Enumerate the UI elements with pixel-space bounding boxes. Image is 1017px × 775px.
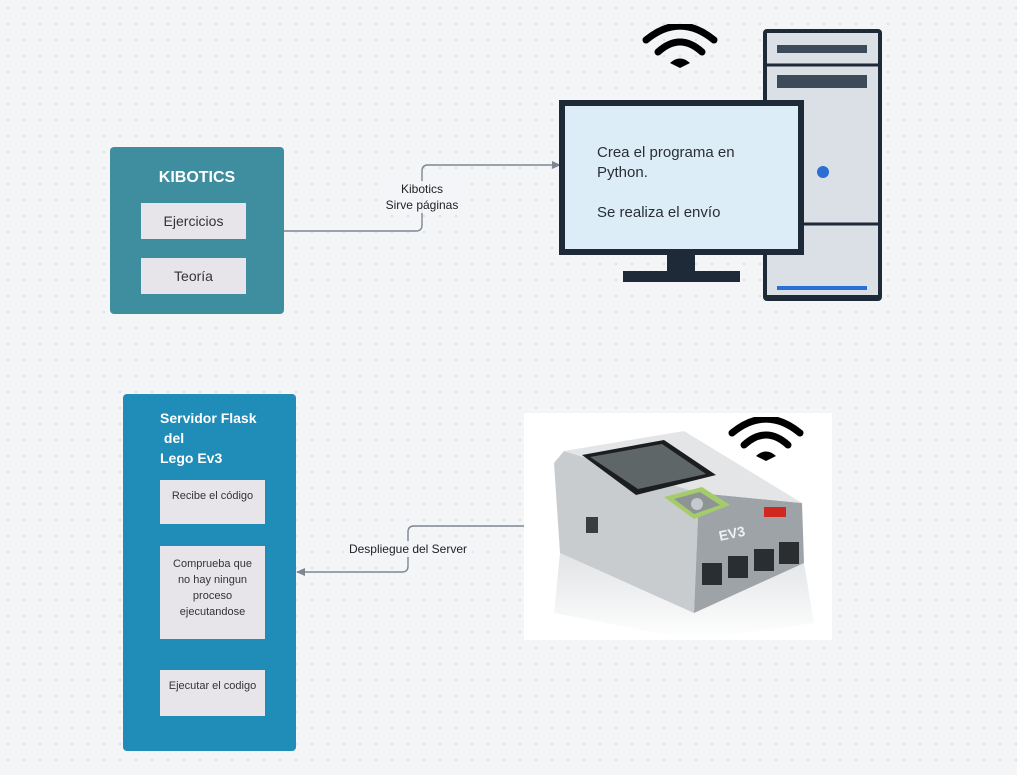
kibotics-title: KIBOTICS [158,169,236,186]
flask-step-check-line-1: Comprueba que [173,558,252,570]
flask-step-receive-code-text: Recibe el código [171,490,254,502]
wifi-icon [642,24,718,68]
kibotics-item-teoria[interactable]: Teoría [141,258,246,294]
screen-line-1: Crea el programa en [597,144,735,161]
deploy-edge-label: Despliegue del Server [344,541,472,557]
flask-step-check-line-4: ejecutandose [179,606,246,618]
ev3-brand-text: EV3 [717,523,746,544]
kibotics-edge-label-line2: Sirve páginas [385,198,459,212]
flask-step-receive-code[interactable]: Recibe el código [160,480,265,524]
flask-title-line-1: Servidor Flask [160,410,257,426]
kibotics-edge-label-line1: Kibotics [400,182,444,196]
wifi-icon [728,417,804,461]
kibotics-edge-label: Kibotics Sirve páginas [380,181,464,213]
flask-step-check-line-2: no hay ningun [177,574,248,586]
ev3-image-panel: EV3 [524,413,832,640]
flask-title-line-2: del [160,430,185,446]
kibotics-box: KIBOTICS Ejercicios Teoría [110,147,284,314]
computer-screen-text: Crea el programa en Python. Se realiza e… [597,143,797,223]
flask-title-line-3: Lego Ev3 [160,450,223,466]
flask-step-execute-code-text: Ejecutar el codigo [168,680,257,692]
flask-step-check-process[interactable]: Comprueba que no hay ningun proceso ejec… [160,546,265,639]
flask-server-title: Servidor Flask del Lego Ev3 [160,408,257,468]
ev3-brick-icon: EV3 [554,431,814,640]
screen-line-2: Python. [597,164,648,181]
flask-step-execute-code[interactable]: Ejecutar el codigo [160,670,265,716]
monitor-icon [559,100,804,282]
flask-server-box: Servidor Flask del Lego Ev3 Recibe el có… [123,394,296,751]
flask-step-check-line-3: proceso [192,590,233,602]
kibotics-item-ejercicios[interactable]: Ejercicios [141,203,246,239]
screen-line-3: Se realiza el envío [597,204,721,221]
